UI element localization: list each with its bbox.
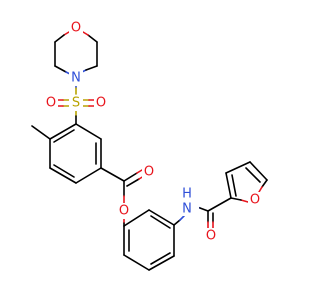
bond — [54, 34, 65, 43]
sulfonyl-oxygen-right-atom: O — [94, 95, 108, 111]
bond — [179, 215, 185, 221]
bond — [249, 161, 268, 181]
bond — [31, 125, 51, 140]
bond — [136, 169, 143, 174]
morpholine-oxygen-atom: O — [69, 20, 83, 36]
atom-label: H — [182, 187, 192, 202]
bond — [231, 174, 237, 197]
bond — [207, 197, 232, 212]
bond — [123, 209, 150, 227]
ester-oxygen-atom: O — [117, 203, 131, 219]
bond — [85, 65, 98, 71]
bond — [173, 219, 181, 226]
bond — [54, 65, 67, 73]
bond — [150, 215, 171, 229]
bond — [225, 161, 251, 174]
bond — [123, 172, 138, 182]
bond — [63, 31, 70, 36]
amide-nitrogen-atom: N H — [177, 186, 199, 217]
bond — [258, 186, 263, 193]
bond — [240, 199, 249, 203]
ester-carbonyl-oxygen-atom: O — [142, 164, 156, 180]
bond — [49, 167, 77, 184]
bond — [261, 179, 268, 188]
bond — [148, 255, 175, 271]
sulfonyl-oxygen-left-atom: O — [44, 95, 58, 111]
atom-label: O — [71, 21, 81, 36]
bond — [150, 252, 171, 265]
bond — [75, 123, 102, 140]
bond-layer — [31, 31, 268, 271]
atom-label: O — [46, 96, 56, 111]
bond — [225, 172, 232, 199]
molecule-structure-diagram: O N S O O O O N H — [31, 20, 268, 271]
bond — [82, 31, 89, 36]
atom-label: O — [96, 96, 106, 111]
bond — [100, 167, 125, 182]
bond — [148, 209, 175, 226]
atom-label: N — [182, 202, 192, 217]
bond — [126, 178, 140, 187]
bond — [123, 254, 150, 271]
atom-layer: O N S O O O O N H — [44, 20, 262, 244]
atom-label: O — [119, 204, 129, 219]
atom-label: N — [71, 71, 81, 86]
atom-label: O — [250, 193, 260, 208]
bond — [199, 207, 209, 212]
atom-label: O — [144, 165, 154, 180]
sulfur-atom: S — [69, 95, 83, 111]
bond — [245, 167, 261, 183]
bond — [230, 197, 242, 201]
bond — [49, 123, 77, 140]
atom-label: S — [72, 96, 80, 111]
atom-label: O — [206, 229, 216, 244]
bond — [87, 34, 98, 43]
furan-oxygen-atom: O — [248, 192, 262, 208]
bond — [53, 164, 75, 178]
bond — [53, 129, 75, 143]
morpholine-nitrogen-atom: N — [69, 70, 83, 86]
amide-oxygen-atom: O — [204, 228, 218, 244]
bond — [75, 167, 102, 184]
